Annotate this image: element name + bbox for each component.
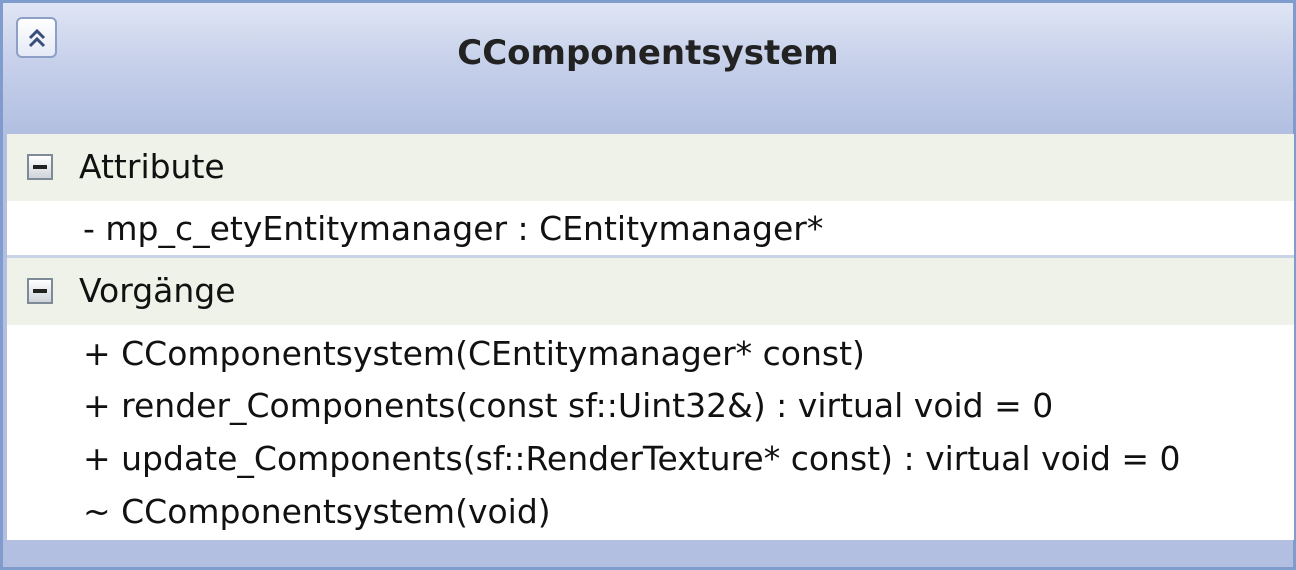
attribute-item[interactable]: - mp_c_etyEntitymanager : CEntitymanager… bbox=[83, 209, 824, 248]
attributes-section-label: Attribute bbox=[79, 147, 225, 186]
operations-section-label: Vorgänge bbox=[79, 271, 236, 310]
attributes-section-header[interactable]: Attribute bbox=[7, 134, 1294, 201]
collapse-class-button[interactable] bbox=[16, 17, 57, 58]
double-chevron-up-icon bbox=[28, 28, 45, 47]
class-compartments: Attribute - mp_c_etyEntitymanager : CEnt… bbox=[7, 134, 1294, 540]
section-divider bbox=[7, 255, 1294, 258]
operation-item[interactable]: + render_Components(const sf::Uint32&) :… bbox=[83, 386, 1054, 425]
operations-section-header[interactable]: Vorgänge bbox=[7, 258, 1294, 325]
operation-item[interactable]: + CComponentsystem(CEntitymanager* const… bbox=[83, 334, 865, 373]
class-name-title: CComponentsystem bbox=[457, 33, 839, 73]
operation-item[interactable]: ~ CComponentsystem(void) bbox=[83, 492, 551, 531]
minus-box-icon[interactable] bbox=[27, 154, 53, 180]
operation-item[interactable]: + update_Components(sf::RenderTexture* c… bbox=[83, 439, 1181, 478]
minus-box-icon[interactable] bbox=[27, 278, 53, 304]
